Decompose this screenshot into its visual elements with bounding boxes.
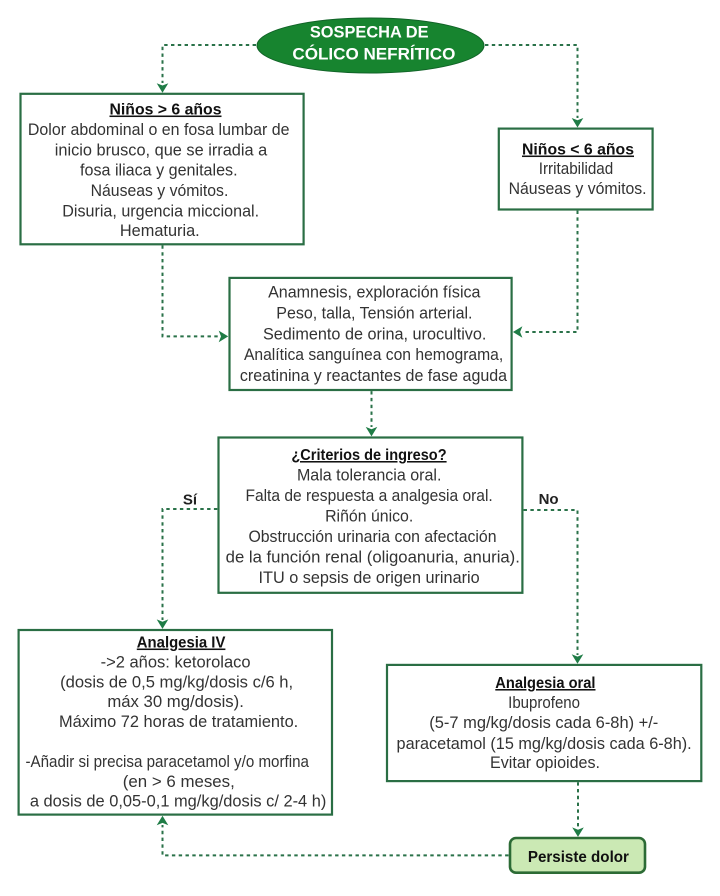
svg-text:Sí: Sí: [183, 492, 198, 509]
svg-text:Niños < 6 años: Niños < 6 años: [522, 142, 634, 159]
svg-text:Mala tolerancia oral.: Mala tolerancia oral.: [297, 467, 442, 485]
svg-text:Analítica sanguínea con hemogr: Analítica sanguínea con hemograma,: [244, 346, 503, 364]
svg-text:Riñón único.: Riñón único.: [325, 508, 413, 526]
svg-text:máx 30 mg/dosis).: máx 30 mg/dosis).: [107, 693, 244, 711]
svg-text:Obstrucción urinaria con afect: Obstrucción urinaria con afectación: [248, 528, 496, 546]
svg-text:fosa iliaca y genitales.: fosa iliaca y genitales.: [80, 162, 238, 180]
svg-text:Hematuria.: Hematuria.: [120, 222, 200, 240]
svg-text:->2 años: ketorolaco: ->2 años: ketorolaco: [101, 653, 251, 671]
svg-text:Máximo 72 horas de tratamiento: Máximo 72 horas de tratamiento.: [59, 713, 298, 731]
svg-text:(5-7 mg/kg/dosis cada 6-8h) +/: (5-7 mg/kg/dosis cada 6-8h) +/-: [429, 714, 658, 732]
svg-text:-Añadir si precisa paracetamol: -Añadir si precisa paracetamol y/o morfi…: [26, 753, 310, 771]
svg-text:de la función renal (oligoanur: de la función renal (oligoanuria, anuria…: [226, 549, 520, 567]
svg-text:SOSPECHA DE: SOSPECHA DE: [310, 23, 429, 42]
svg-text:Falta de respuesta a analgesia: Falta de respuesta a analgesia oral.: [245, 487, 492, 505]
svg-text:a dosis de 0,05-0,1 mg/kg/dosi: a dosis de 0,05-0,1 mg/kg/dosis c/ 2-4 h…: [30, 793, 327, 811]
svg-text:inicio brusco, que se irradia: inicio brusco, que se irradia a: [55, 141, 268, 159]
svg-text:(dosis de 0,5 mg/kg/dosis c/6: (dosis de 0,5 mg/kg/dosis c/6 h,: [60, 673, 293, 691]
svg-text:Ibuprofeno: Ibuprofeno: [508, 694, 580, 712]
svg-text:Disuria, urgencia miccional.: Disuria, urgencia miccional.: [62, 203, 259, 221]
svg-text:paracetamol (15 mg/kg/dosis ca: paracetamol (15 mg/kg/dosis cada 6-8h).: [397, 735, 692, 753]
svg-text:Anamnesis, exploración física: Anamnesis, exploración física: [268, 284, 481, 302]
svg-text:No: No: [539, 491, 559, 508]
svg-text:Evitar opioides.: Evitar opioides.: [490, 754, 600, 772]
svg-text:Irritabilidad: Irritabilidad: [539, 160, 614, 178]
svg-text:Sedimento de orina, urocultivo: Sedimento de orina, urocultivo.: [263, 326, 487, 344]
svg-text:Náuseas y vómitos.: Náuseas y vómitos.: [509, 180, 647, 198]
svg-text:Analgesia IV: Analgesia IV: [137, 635, 226, 652]
svg-text:creatinina y reactantes de fas: creatinina y reactantes de fase aguda: [240, 367, 508, 385]
svg-text:Náuseas y vómitos.: Náuseas y vómitos.: [91, 182, 229, 200]
svg-text:Peso, talla, Tensión arterial.: Peso, talla, Tensión arterial.: [276, 305, 472, 323]
svg-text:(en > 6 meses,: (en > 6 meses,: [123, 773, 235, 791]
svg-text:¿Criterios de ingreso?: ¿Criterios de ingreso?: [291, 447, 446, 464]
svg-text:Niños > 6 años: Niños > 6 años: [110, 102, 222, 119]
svg-text:Persiste dolor: Persiste dolor: [528, 849, 629, 866]
svg-text:CÓLICO NEFRÍTICO: CÓLICO NEFRÍTICO: [292, 45, 455, 64]
svg-text:ITU o sepsis de origen urinari: ITU o sepsis de origen urinario: [259, 569, 480, 587]
svg-text:Dolor abdominal o en fosa lumb: Dolor abdominal o en fosa lumbar de: [28, 121, 290, 139]
svg-text:Analgesia oral: Analgesia oral: [495, 675, 595, 692]
